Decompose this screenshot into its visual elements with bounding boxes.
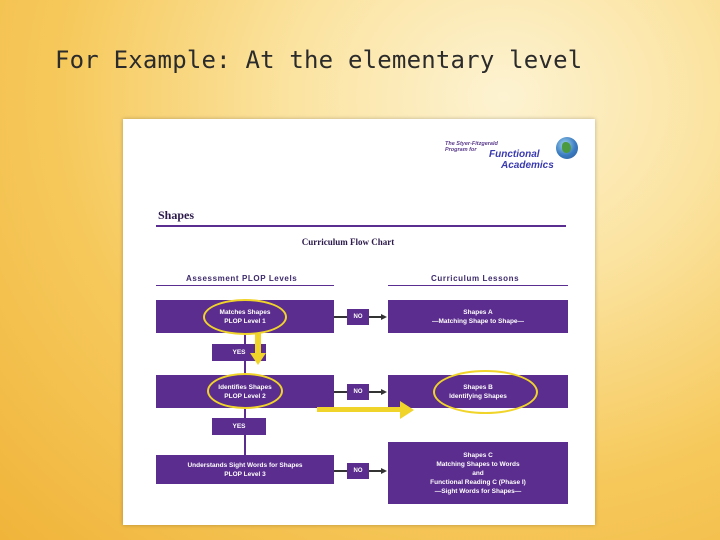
plop-level-3-box: Understands Sight Words for Shapes PLOP … — [156, 455, 334, 484]
left-header-underline — [156, 285, 334, 286]
arrow-right-icon — [381, 314, 387, 320]
no-connector-line — [369, 391, 381, 393]
yes-box-2: YES — [212, 418, 266, 435]
connector-line — [244, 361, 246, 375]
connector-line — [244, 408, 246, 418]
lesson-a-title: Shapes A — [463, 308, 493, 316]
no-box-1: NO — [347, 309, 369, 325]
highlight-arrow-shaft — [317, 407, 401, 412]
lesson-c-line3: and — [472, 469, 484, 477]
lesson-c-line4: Functional Reading C (Phase I) — [430, 478, 526, 486]
document-image: The Styer-Fitzgerald Program for Functio… — [123, 119, 595, 525]
title-divider — [156, 225, 566, 227]
no-connector-line — [334, 470, 347, 472]
highlight-arrow-shaft — [255, 333, 261, 355]
section-title: Shapes — [158, 208, 195, 222]
no-label-2: NO — [353, 389, 363, 395]
plop-3-name: Understands Sight Words for Shapes — [187, 461, 303, 469]
logo-line-1: The Styer-Fitzgerald — [445, 141, 498, 147]
lesson-shapes-a-box: Shapes A —Matching Shape to Shape— — [388, 300, 568, 333]
plop-3-level: PLOP Level 3 — [224, 470, 266, 478]
lesson-c-line5: —Sight Words for Shapes— — [434, 487, 522, 495]
logo-line-2: Program for — [445, 147, 477, 153]
logo-line-3: Functional — [489, 149, 540, 160]
arrow-right-icon — [381, 468, 387, 474]
yes-label-2: YES — [232, 423, 246, 430]
no-connector-line — [334, 316, 347, 318]
no-label-1: NO — [353, 314, 363, 320]
logo-line-4: Academics — [501, 160, 554, 171]
no-box-2: NO — [347, 384, 369, 400]
program-logo: The Styer-Fitzgerald Program for Functio… — [441, 135, 581, 175]
arrow-right-icon — [400, 400, 414, 419]
globe-icon — [556, 137, 578, 159]
no-connector-line — [369, 470, 381, 472]
yes-label-1: YES — [232, 349, 246, 356]
arrow-right-icon — [381, 389, 387, 395]
slide-title: For Example: At the elementary level — [55, 46, 583, 74]
lesson-c-title: Shapes C — [463, 451, 493, 459]
right-header-underline — [388, 285, 568, 286]
lesson-c-line2: Matching Shapes to Words — [436, 460, 520, 468]
right-column-header: Curriculum Lessons — [431, 274, 520, 283]
lesson-a-subtitle: —Matching Shape to Shape— — [431, 317, 525, 325]
connector-line — [244, 333, 246, 344]
lesson-shapes-c-box: Shapes C Matching Shapes to Words and Fu… — [388, 442, 568, 504]
highlight-oval-identifies-shapes — [207, 373, 283, 409]
highlight-oval-shapes-b — [433, 370, 538, 414]
chart-title: Curriculum Flow Chart — [301, 237, 395, 247]
arrow-down-icon — [250, 353, 266, 365]
no-box-3: NO — [347, 463, 369, 479]
left-column-header: Assessment PLOP Levels — [186, 274, 298, 283]
highlight-oval-matches-shapes — [203, 299, 287, 335]
no-label-3: NO — [353, 468, 363, 474]
no-connector-line — [369, 316, 381, 318]
connector-line — [244, 435, 246, 455]
no-connector-line — [334, 391, 347, 393]
